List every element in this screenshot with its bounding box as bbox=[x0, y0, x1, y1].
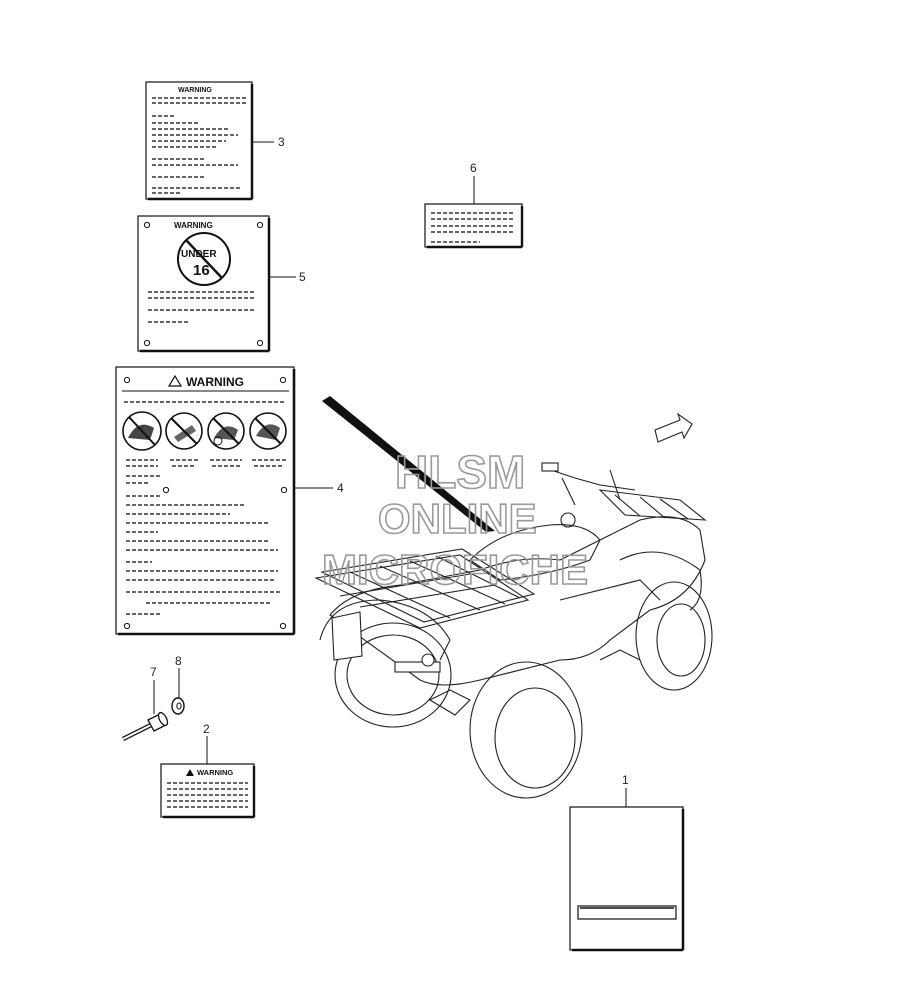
label-5-warning-title: WARNING bbox=[174, 221, 213, 230]
label-3-warning-title: WARNING bbox=[178, 87, 212, 94]
watermark: HLSM ONLINE MICROFICHE bbox=[321, 445, 589, 594]
callout-2: 2 bbox=[203, 722, 210, 736]
under-age-number: 16 bbox=[193, 262, 210, 279]
part-8-washer[interactable] bbox=[171, 697, 185, 715]
no-pavement-icon bbox=[207, 412, 245, 450]
no-drinking-icon bbox=[165, 412, 203, 450]
atv-illustration bbox=[314, 412, 713, 799]
label-2[interactable]: WARNING bbox=[160, 763, 256, 819]
no-helmet-off-icon bbox=[249, 412, 287, 450]
callout-8: 8 bbox=[175, 654, 182, 668]
label-4-warning-title: WARNING bbox=[186, 375, 244, 389]
callout-5: 5 bbox=[299, 270, 306, 284]
label-3[interactable]: WARNING bbox=[145, 81, 254, 201]
callout-3: 3 bbox=[278, 135, 285, 149]
callout-7: 7 bbox=[150, 665, 157, 679]
watermark-line3: MICROFICHE bbox=[322, 546, 588, 593]
label-5[interactable]: WARNING UNDER 16 bbox=[137, 215, 271, 353]
callout-6: 6 bbox=[470, 161, 477, 175]
callout-1: 1 bbox=[622, 773, 629, 787]
under-text: UNDER bbox=[181, 249, 217, 260]
watermark-line2: ONLINE bbox=[378, 495, 537, 542]
pointer-wedge bbox=[322, 396, 495, 532]
callout-4: 4 bbox=[337, 481, 344, 495]
watermark-line1: HLSM bbox=[395, 446, 525, 498]
label-1[interactable] bbox=[569, 806, 685, 952]
no-passenger-icon bbox=[122, 411, 162, 451]
label-2-warning-title: WARNING bbox=[197, 768, 233, 777]
label-4[interactable]: WARNING bbox=[115, 366, 296, 636]
part-7-rivet[interactable] bbox=[121, 711, 169, 742]
label-6[interactable] bbox=[424, 203, 524, 249]
